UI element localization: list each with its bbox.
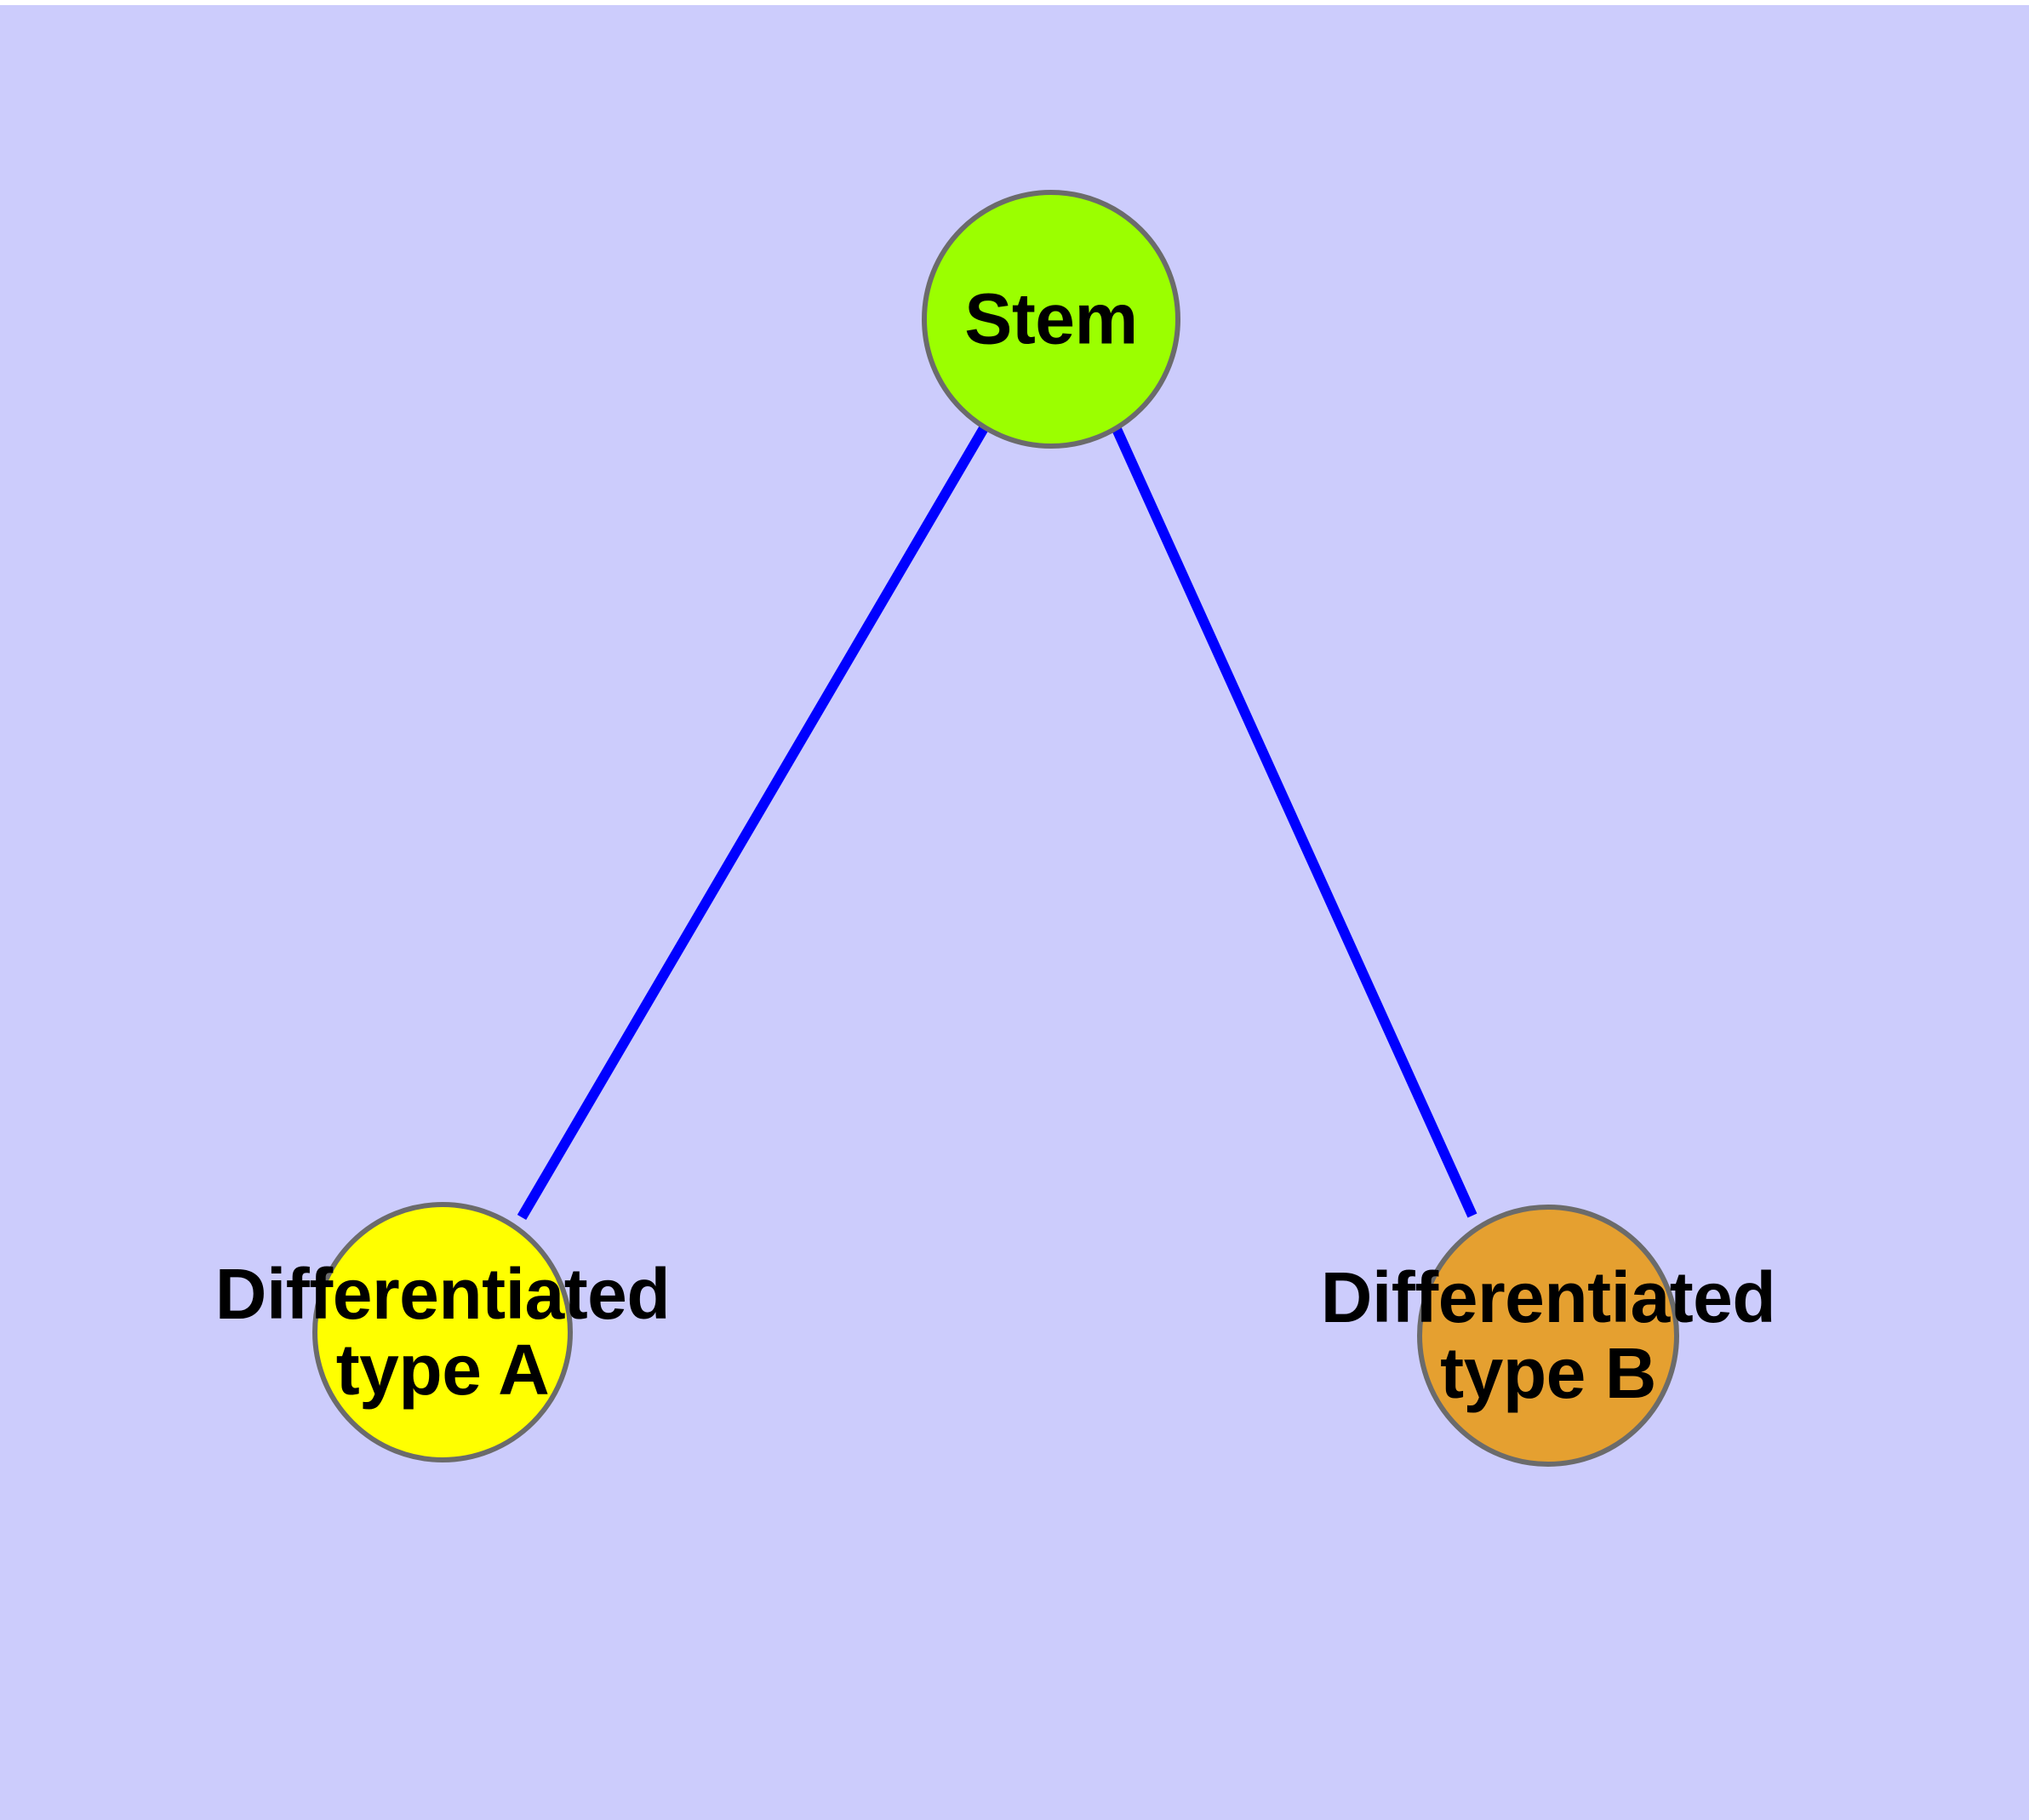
node-stem[interactable] xyxy=(922,190,1180,449)
edge-stem-to-type-a[interactable] xyxy=(517,425,989,1221)
node-differentiated-type-b[interactable] xyxy=(1417,1205,1679,1467)
edge-stem-to-type-b[interactable] xyxy=(1112,426,1477,1218)
node-differentiated-type-a[interactable] xyxy=(312,1202,573,1462)
